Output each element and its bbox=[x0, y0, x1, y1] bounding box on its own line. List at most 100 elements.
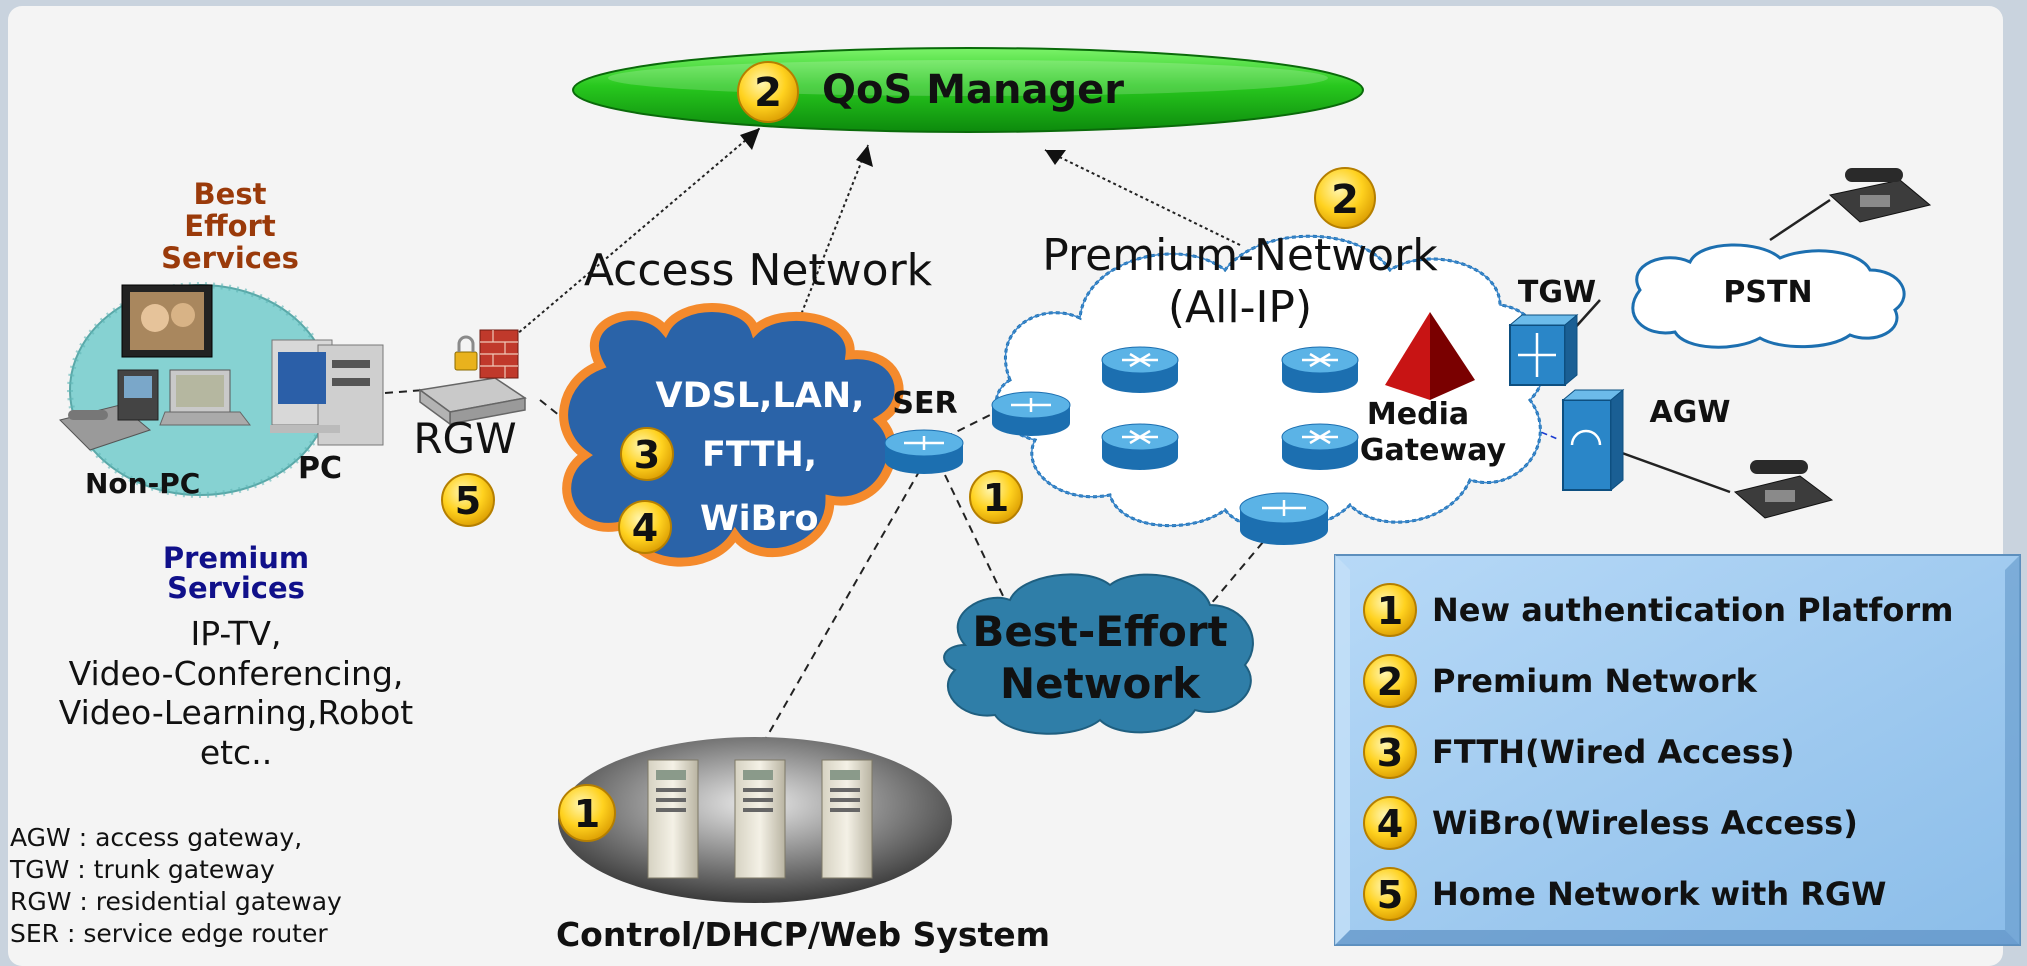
edge-router-left bbox=[991, 391, 1071, 436]
abbreviation-line: RGW : residential gateway bbox=[10, 887, 342, 916]
best-effort-services-title2: Effort bbox=[184, 209, 276, 243]
premium-badge bbox=[1314, 167, 1376, 229]
rgw-badge bbox=[441, 473, 495, 527]
agw-switch bbox=[1561, 388, 1625, 492]
ftth-badge bbox=[620, 427, 674, 481]
access-network-line3: WiBro bbox=[700, 499, 819, 539]
best-effort-line1: Best-Effort bbox=[972, 607, 1227, 656]
premium-service-item: IP-TV, bbox=[190, 614, 281, 653]
ser-label: SER bbox=[892, 386, 957, 421]
pstn-label: PSTN bbox=[1723, 275, 1812, 310]
qos-badge bbox=[737, 61, 799, 123]
pc-device bbox=[270, 339, 384, 446]
ftth-badge-number: 3 bbox=[634, 433, 660, 477]
legend-text: New authentication Platform bbox=[1432, 591, 1953, 629]
legend-text: Premium Network bbox=[1432, 662, 1758, 700]
abbreviation-line: TGW : trunk gateway bbox=[9, 855, 275, 884]
server-tower bbox=[647, 759, 699, 879]
access-qos-arrow bbox=[794, 144, 869, 331]
ser-control-link bbox=[764, 469, 921, 741]
premium-qos-arrow bbox=[1044, 149, 1241, 246]
premium-badge-number: 2 bbox=[1331, 177, 1359, 223]
pstn-cloud bbox=[1631, 243, 1906, 349]
server-tower bbox=[821, 759, 873, 879]
home-devices bbox=[59, 282, 384, 498]
ser-badge-number: 1 bbox=[983, 476, 1009, 520]
legend-badge bbox=[1363, 654, 1417, 708]
core-routers bbox=[991, 346, 1359, 545]
pc-label: PC bbox=[298, 451, 342, 486]
premium-services-title2: Services bbox=[167, 571, 305, 605]
server-cluster bbox=[558, 737, 952, 903]
arrow-heads bbox=[740, 128, 1066, 167]
telephone-bottom bbox=[1733, 460, 1834, 519]
legend-badge bbox=[1363, 725, 1417, 779]
control-badge-number: 1 bbox=[574, 792, 600, 836]
core-router-4 bbox=[1281, 423, 1359, 470]
access-network-cloud bbox=[559, 303, 904, 567]
telephone-top bbox=[1828, 168, 1932, 223]
legend-text: Home Network with RGW bbox=[1432, 875, 1886, 913]
access-network-line2: FTTH, bbox=[702, 435, 817, 475]
media-gateway-line2: Gateway bbox=[1360, 433, 1507, 468]
control-system-label: Control/DHCP/Web System bbox=[556, 915, 1050, 953]
media-gateway-line1: Media bbox=[1367, 397, 1469, 432]
premium-network-title2: (All-IP) bbox=[1168, 282, 1312, 333]
legend-item: 4 WiBro(Wireless Access) bbox=[1363, 796, 1858, 850]
legend-text: FTTH(Wired Access) bbox=[1432, 733, 1795, 771]
legend-text: WiBro(Wireless Access) bbox=[1432, 804, 1858, 842]
laptop-device bbox=[159, 369, 252, 426]
premium-service-item: Video-Learning,Robot bbox=[59, 693, 414, 732]
ser-router bbox=[884, 429, 964, 474]
ser-besteffort-link bbox=[944, 474, 1006, 601]
video-phone-device bbox=[117, 369, 159, 421]
legend-number: 4 bbox=[1377, 802, 1403, 846]
core-router-2 bbox=[1281, 346, 1359, 393]
tgw-switch bbox=[1508, 313, 1579, 387]
legend-item: 5 Home Network with RGW bbox=[1363, 867, 1886, 921]
wibro-badge bbox=[618, 500, 672, 554]
best-effort-services-title1: Best bbox=[194, 177, 267, 211]
rgw-qos-arrow bbox=[509, 127, 761, 341]
rgw-badge-number: 5 bbox=[455, 479, 481, 523]
legend-panel bbox=[1334, 554, 2021, 946]
best-effort-line2: Network bbox=[1000, 659, 1201, 708]
pstn-phone-link bbox=[1769, 198, 1831, 242]
legend-badge bbox=[1363, 583, 1417, 637]
server-tower bbox=[734, 759, 786, 879]
best-effort-cloud bbox=[943, 573, 1254, 735]
legend-item: 3 FTTH(Wired Access) bbox=[1363, 725, 1795, 779]
best-effort-services-title3: Services bbox=[161, 241, 299, 275]
wibro-badge-number: 4 bbox=[632, 506, 658, 550]
non-pc-label: Non-PC bbox=[85, 467, 200, 500]
core-router-3 bbox=[1101, 423, 1179, 470]
premium-services-title1: Premium bbox=[163, 541, 309, 575]
legend-badge bbox=[1363, 867, 1417, 921]
legend-badge bbox=[1363, 796, 1417, 850]
abbreviation-line: AGW : access gateway, bbox=[10, 823, 302, 852]
egress-router bbox=[1239, 492, 1329, 545]
abbreviation-line: SER : service edge router bbox=[10, 919, 328, 948]
photo-frame-device bbox=[121, 284, 213, 358]
agw-label: AGW bbox=[1650, 395, 1731, 430]
qos-manager-label: QoS Manager bbox=[822, 67, 1124, 113]
premium-network-title1: Premium-Network bbox=[1042, 230, 1438, 281]
legend-item: 2 Premium Network bbox=[1363, 654, 1758, 708]
rgw-label: RGW bbox=[413, 414, 516, 463]
core-router-1 bbox=[1101, 346, 1179, 393]
premium-service-item: etc.. bbox=[200, 733, 272, 772]
legend-item: 1 New authentication Platform bbox=[1363, 583, 1953, 637]
tgw-label: TGW bbox=[1518, 275, 1596, 310]
rgw-device bbox=[418, 329, 527, 426]
media-gateway-pyramid bbox=[1385, 312, 1475, 400]
control-badge bbox=[558, 784, 616, 842]
home-rgw-link bbox=[384, 389, 426, 394]
access-network-title: Access Network bbox=[584, 245, 933, 296]
legend-number: 5 bbox=[1377, 873, 1403, 917]
legend-number: 2 bbox=[1377, 660, 1403, 704]
qos-badge-number: 2 bbox=[754, 70, 782, 116]
access-network-line1: VDSL,LAN, bbox=[656, 376, 865, 416]
premium-service-item: Video-Conferencing, bbox=[69, 654, 404, 693]
